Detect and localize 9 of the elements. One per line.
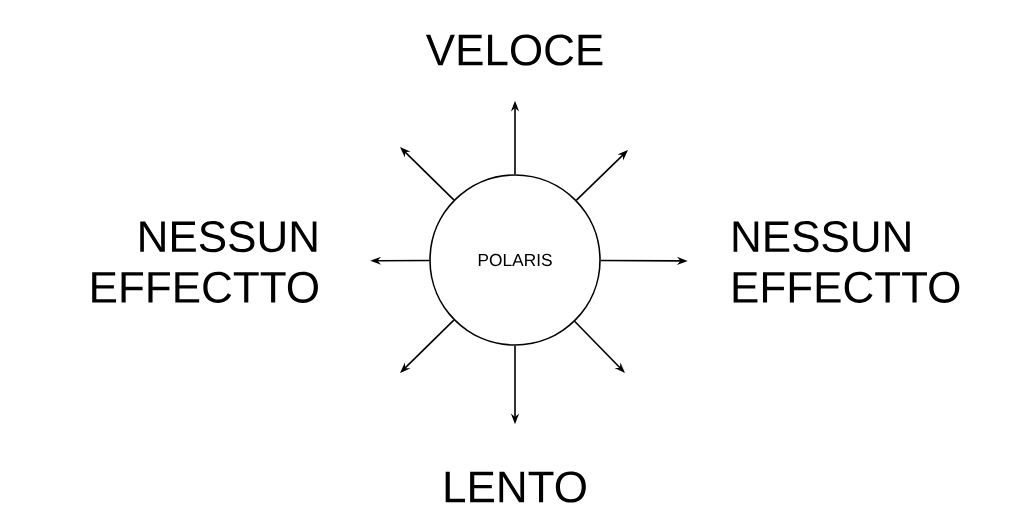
arrow [400,147,455,201]
direction-label: VELOCE [425,34,603,66]
direction-label: LENTO [445,471,586,503]
circle-node: POLARIS [429,174,601,346]
arrow [575,150,628,201]
direction-label: NESSUN EFFECTTO [733,221,960,303]
arrow [400,319,455,373]
direction-label: NESSUN EFFECTTO [92,221,318,303]
arrow [574,320,625,373]
